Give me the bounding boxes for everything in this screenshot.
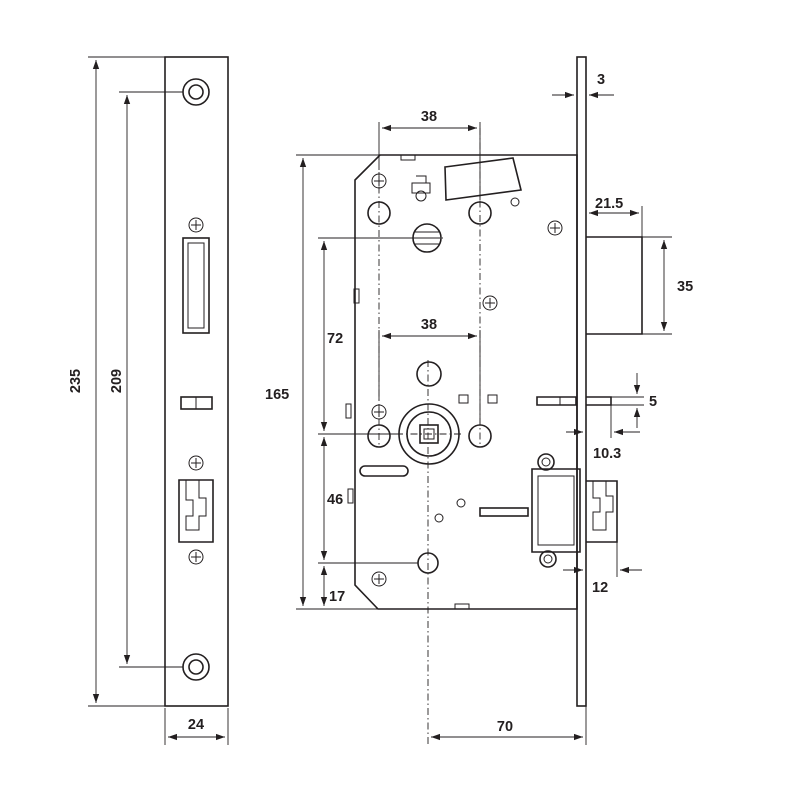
dim-label-latch-projection: 21.5 — [595, 196, 623, 212]
dim-label-backset: 70 — [497, 719, 513, 735]
dim-label-handle-to-top-hole: 72 — [327, 331, 343, 347]
screw-icon — [371, 571, 387, 587]
latch-bolt — [586, 236, 643, 335]
dim-label-cylinder-to-bottom: 17 — [329, 589, 345, 605]
dimension-labels: 235 209 24 38 38 165 72 46 17 3 21.5 35 … — [68, 72, 693, 735]
dim-label-latch-height: 35 — [677, 279, 693, 295]
faceplate-front-view — [164, 56, 229, 707]
dim-label-cylinder-spacing-mid: 38 — [421, 317, 437, 333]
dim-label-auxiliary-bolt-projection: 10.3 — [593, 446, 621, 462]
dim-label-screw-hole-spacing: 209 — [109, 369, 125, 393]
dim-label-faceplate-width: 24 — [188, 717, 204, 733]
deadbolt — [531, 453, 618, 568]
faceplate-dimensions — [88, 56, 229, 745]
screw-icon — [188, 455, 204, 471]
dim-label-cylinder-spacing-top: 38 — [421, 109, 437, 125]
dim-label-handle-to-cylinder: 46 — [327, 492, 343, 508]
screw-icon — [188, 217, 204, 233]
screw-icon — [188, 549, 204, 565]
lock-case-side-view — [345, 56, 643, 745]
dim-label-auxiliary-bolt-height: 5 — [649, 394, 657, 410]
auxiliary-bolt — [536, 396, 612, 406]
screw-icon — [547, 220, 563, 236]
dim-label-case-height: 165 — [265, 387, 289, 403]
dim-label-deadbolt-projection: 12 — [592, 580, 608, 596]
screw-icon — [482, 295, 498, 311]
dim-label-faceplate-length: 235 — [68, 369, 84, 393]
case-dimensions — [296, 57, 672, 745]
dim-label-faceplate-thickness: 3 — [597, 72, 605, 88]
